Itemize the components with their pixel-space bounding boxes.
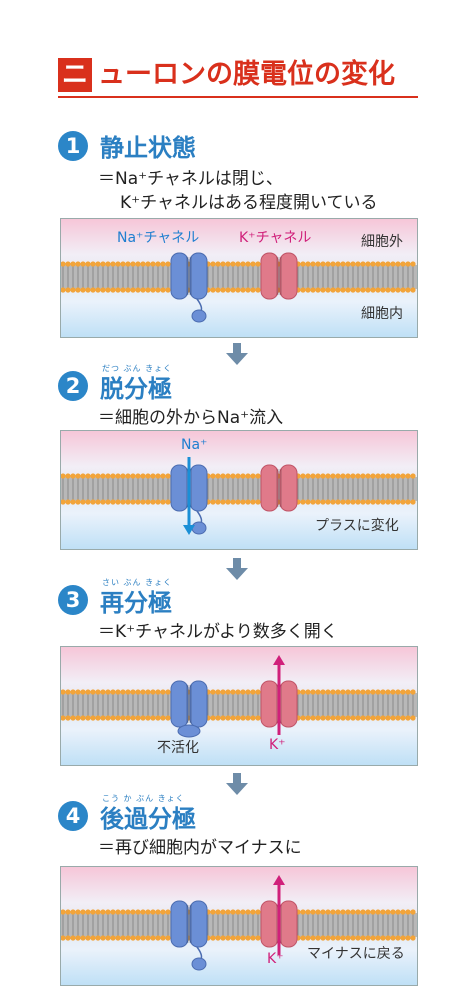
page-title: ニ ューロンの膜電位の変化 [58, 58, 418, 98]
k-channel [260, 252, 298, 300]
inside-label: 細胞内 [361, 306, 403, 322]
na-channel [170, 252, 208, 300]
na-channel [170, 680, 208, 728]
inactive-label: 不活化 [157, 740, 199, 756]
down-arrow-icon [226, 773, 248, 795]
outside-label: 細胞外 [361, 234, 403, 250]
inactivation-gate [191, 510, 207, 535]
down-arrow-icon [226, 343, 248, 365]
membrane-panel-3: 不活化 K⁺ [60, 646, 418, 766]
step-number-2: 2 [58, 371, 88, 401]
step-desc-4: ＝再び細胞内がマイナスに [98, 838, 302, 858]
step-number-3: 3 [58, 585, 88, 615]
inactivation-gate [191, 298, 207, 323]
step-desc-1b: K⁺チャネルはある程度開いている [120, 193, 378, 213]
step-heading-1: 静止状態 [100, 134, 196, 162]
step-heading-4: 後過分極 [100, 805, 196, 833]
step-desc-1a: ＝Na⁺チャネルは閉じ、 [98, 169, 283, 189]
title-text: ューロンの膜電位の変化 [98, 59, 395, 90]
step-number-4: 4 [58, 801, 88, 831]
k-ion-label-4: K⁺ [267, 951, 284, 967]
k-channel-label: K⁺チャネル [239, 230, 312, 246]
step-number-1: 1 [58, 131, 88, 161]
na-channel-label: Na⁺チャネル [117, 230, 200, 246]
step-desc-3: ＝K⁺チャネルがより数多く開く [98, 622, 338, 642]
na-influx-arrow [183, 457, 195, 535]
down-arrow-icon [226, 558, 248, 580]
inactivation-gate [191, 946, 207, 971]
step-heading-3: 再分極 [100, 589, 172, 617]
k-ion-label-3: K⁺ [269, 737, 286, 753]
lipid-tails [61, 693, 417, 717]
na-channel [170, 900, 208, 948]
step-ruby-4: こう か ぶん きょく [102, 794, 185, 803]
membrane-diagram-4 [61, 867, 417, 985]
membrane-diagram-1 [61, 219, 417, 337]
inactivation-gate [177, 724, 201, 738]
state-label-2: プラスに変化 [315, 518, 399, 534]
membrane-panel-1: Na⁺チャネル K⁺チャネル 細胞外 細胞内 [60, 218, 418, 338]
na-ion-label: Na⁺ [181, 437, 208, 453]
k-efflux-arrow [273, 655, 285, 735]
step-desc-2: ＝細胞の外からNa⁺流入 [98, 408, 284, 428]
membrane-panel-4: K⁺ マイナスに戻る [60, 866, 418, 986]
membrane-diagram-2 [61, 431, 417, 549]
step-ruby-2: だつ ぶん きょく [102, 364, 173, 373]
step-heading-2: 脱分極 [100, 375, 172, 403]
lipid-tails [61, 477, 417, 501]
title-badge: ニ [58, 58, 92, 92]
membrane-diagram-3 [61, 647, 417, 765]
k-efflux-arrow [273, 875, 285, 955]
lipid-tails [61, 265, 417, 289]
step-ruby-3: さい ぶん きょく [102, 578, 173, 587]
k-channel [260, 680, 298, 728]
lipid-tails [61, 913, 417, 937]
lipid-heads [61, 473, 416, 505]
k-channel [260, 464, 298, 512]
title-underline [58, 96, 418, 98]
membrane-panel-2: Na⁺ プラスに変化 [60, 430, 418, 550]
state-label-4: マイナスに戻る [307, 946, 405, 962]
